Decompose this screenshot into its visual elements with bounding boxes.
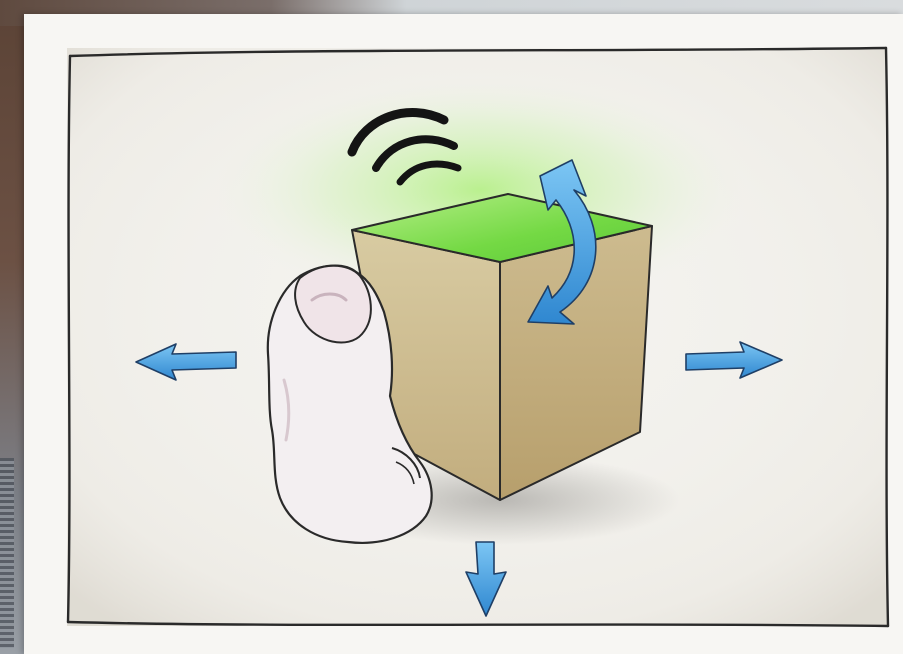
scene	[0, 0, 903, 654]
sketch-illustration	[0, 0, 903, 654]
